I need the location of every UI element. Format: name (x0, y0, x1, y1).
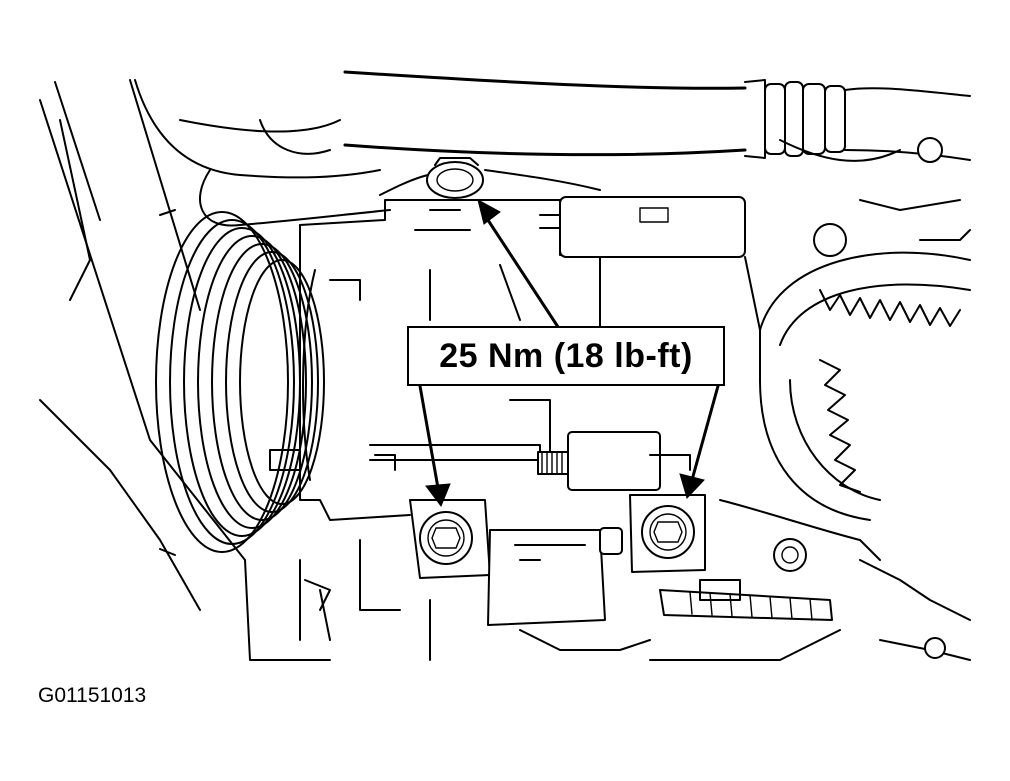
compressor-body (299, 169, 761, 521)
callout-arrows (418, 199, 720, 508)
left-panel-lines (39, 79, 246, 611)
mounting-bracket (269, 399, 691, 491)
upper-hose (343, 70, 971, 161)
arrow-head-top (477, 199, 501, 225)
lower-bracket-left (409, 499, 491, 579)
right-hardware (659, 137, 971, 661)
torque-callout-label: 25 Nm (18 lb-ft) (407, 326, 725, 386)
drive-belt (759, 251, 971, 521)
engine-block-lower (244, 539, 841, 661)
left-hose (134, 79, 391, 227)
lower-bracket-right (629, 494, 706, 573)
compressor-pulley (155, 209, 325, 556)
arrow-head-left (425, 483, 451, 508)
center-lug (487, 527, 623, 626)
arrow-head-right (679, 473, 705, 499)
top-bolt (426, 157, 484, 199)
figure-code-label: G01151013 (38, 684, 147, 707)
